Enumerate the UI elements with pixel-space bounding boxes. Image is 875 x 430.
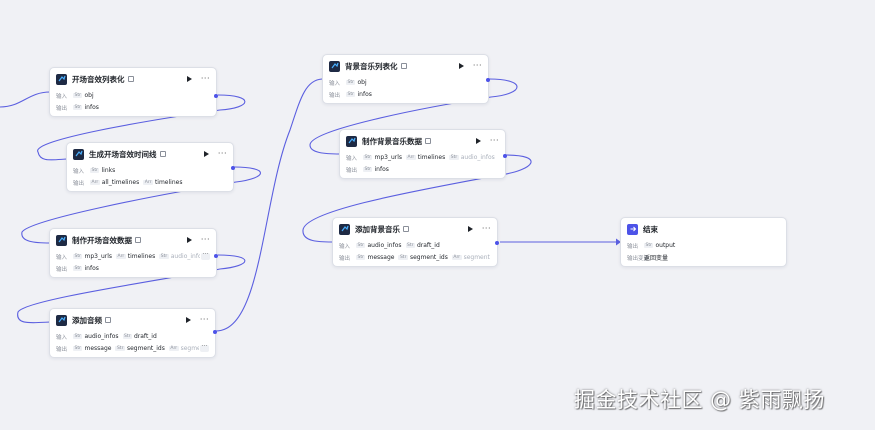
more-icon[interactable]: ··· (481, 224, 491, 233)
run-icon[interactable] (186, 76, 192, 82)
tag-icon (400, 63, 407, 69)
tag-icon (425, 138, 431, 144)
code-icon (56, 314, 67, 326)
run-icon[interactable] (203, 151, 209, 157)
run-icon[interactable] (186, 237, 192, 243)
more-icon[interactable]: ··· (200, 235, 210, 244)
more-icon[interactable]: ··· (489, 136, 499, 145)
tag-icon (135, 237, 141, 243)
code-icon (329, 60, 340, 72)
code-icon (346, 135, 357, 147)
output-port[interactable] (495, 241, 499, 245)
output-port[interactable] (214, 254, 218, 258)
tag-icon (105, 317, 111, 323)
more-icon[interactable]: ··· (217, 149, 227, 158)
run-icon[interactable] (458, 63, 464, 69)
output-port[interactable] (503, 154, 507, 158)
watermark: 掘金技术社区 @ 紫雨飘扬 (574, 388, 825, 412)
more-icon[interactable]: ··· (472, 61, 482, 70)
more-inputs-button[interactable]: ··· (201, 251, 210, 260)
node-title: 开场音效列表化 (72, 74, 125, 84)
node-title: 添加背景音乐 (355, 224, 400, 234)
output-port[interactable] (231, 166, 235, 170)
tag-icon (403, 226, 409, 232)
code-icon (339, 223, 350, 235)
output-var-row: 输出变量 返回变量 (627, 255, 669, 262)
run-icon[interactable] (467, 226, 473, 232)
node-title: 生成开场音效时间线 (89, 149, 157, 159)
run-icon[interactable] (185, 317, 191, 323)
more-icon[interactable]: ··· (200, 74, 210, 83)
tag-icon (127, 76, 134, 82)
more-icon[interactable]: ··· (199, 315, 209, 324)
run-icon[interactable] (475, 138, 481, 144)
output-port[interactable] (213, 330, 217, 334)
code-icon (56, 73, 67, 85)
node-title: 结束 (643, 224, 658, 234)
more-outputs-button[interactable]: ··· (200, 343, 209, 352)
node-title: 添加音频 (72, 315, 102, 325)
tag-icon (159, 151, 166, 157)
node-title: 制作背景音乐数据 (362, 136, 422, 146)
code-icon (56, 234, 67, 246)
node-title: 制作开场音效数据 (72, 235, 132, 245)
output-port[interactable] (486, 78, 490, 82)
code-icon (73, 148, 84, 160)
end-icon (627, 223, 638, 235)
node-title: 背景音乐列表化 (345, 61, 398, 71)
output-port[interactable] (214, 94, 218, 98)
